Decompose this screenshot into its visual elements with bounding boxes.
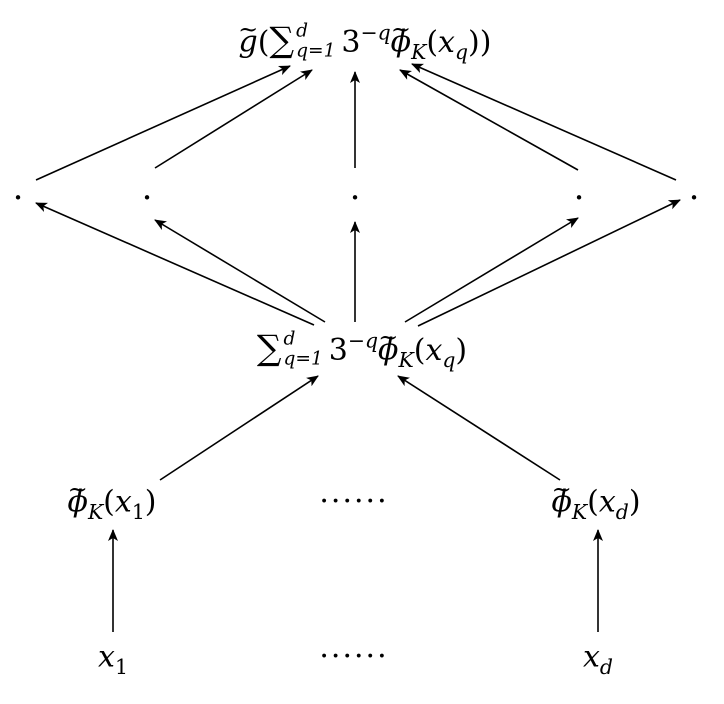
phi-sub: K: [411, 39, 427, 64]
var-sub: d: [599, 654, 613, 679]
arg-var: x: [438, 24, 455, 60]
phi-sub: K: [571, 499, 588, 524]
phi-tilde: ~ϕ: [67, 478, 88, 520]
exponent: −q: [347, 328, 379, 353]
phi-ellipsis: ······: [319, 484, 389, 519]
var-x: x: [598, 484, 616, 520]
hidden-dot-3: .: [349, 168, 361, 208]
tilde-mark: ~: [378, 323, 399, 352]
tilde-mark: ~: [238, 15, 259, 44]
sum-lower: q=1: [283, 348, 323, 370]
arg-sub: q: [454, 39, 469, 64]
phi-sub: K: [87, 499, 104, 524]
arg-sub: q: [442, 347, 456, 372]
sum-symbol: ∑: [256, 328, 282, 369]
base-3: 3: [341, 24, 361, 60]
close-paren: ): [628, 484, 641, 520]
arg-open: (: [413, 332, 426, 368]
open-paren: (: [103, 484, 115, 520]
phi-tilde: ~ϕ: [390, 18, 412, 60]
phi-symbol: ϕ: [551, 484, 572, 520]
arrow-phi-x-1-to-sum-node: [159, 375, 319, 481]
var-sub: d: [615, 499, 629, 524]
arrow-hidden-dot-2-to-output-node: [154, 69, 313, 169]
hidden-dot-4: .: [573, 168, 585, 208]
var-x: x: [98, 639, 115, 675]
input-x-d: xd: [583, 639, 613, 679]
g-tilde: ~g: [238, 18, 258, 60]
phi-symbol: ϕ: [67, 484, 88, 520]
phi-symbol: ϕ: [378, 332, 399, 368]
input-x-1: x1: [98, 639, 128, 679]
sum-upper: d: [283, 328, 296, 350]
var-x: x: [583, 639, 600, 675]
sum-lower: q=1: [296, 40, 336, 62]
open-paren: (: [257, 24, 270, 60]
tilde-mark: ~: [67, 475, 88, 504]
phi-tilde: ~ϕ: [551, 478, 572, 520]
hidden-dot-1: .: [12, 168, 24, 208]
arrow-hidden-dot-4-to-output-node: [399, 69, 579, 171]
var-sub: 1: [131, 499, 145, 524]
arrow-hidden-dot-1-to-output-node: [35, 65, 291, 181]
exponent: −q: [360, 20, 391, 45]
arg-open: (: [426, 24, 439, 60]
input-ellipsis: ······: [319, 639, 389, 674]
tilde-mark: ~: [390, 15, 411, 44]
close-paren: ): [479, 24, 492, 60]
phi-x-d: ~ϕK(xd): [551, 478, 641, 524]
var-sub: 1: [114, 654, 128, 679]
arrow-sum-node-to-hidden-dot-1: [35, 202, 315, 326]
arrow-sum-node-to-hidden-dot-2: [154, 219, 326, 323]
arg-var: x: [425, 332, 443, 368]
phi-symbol: ϕ: [390, 24, 412, 60]
sum-symbol: ∑: [269, 20, 295, 61]
hidden-dot-5: .: [688, 168, 700, 208]
arrow-sum-node-to-hidden-dot-4: [404, 217, 579, 323]
arrow-phi-x-d-to-sum-node: [397, 375, 561, 481]
arrow-hidden-dot-5-to-output-node: [411, 63, 677, 181]
arg-close: ): [455, 332, 468, 368]
arrow-sum-node-to-hidden-dot-5: [417, 199, 681, 327]
base-3: 3: [328, 332, 348, 368]
arg-close: ): [468, 24, 480, 60]
g-symbol: g: [238, 24, 258, 60]
close-paren: ): [144, 484, 157, 520]
hidden-dot-2: .: [141, 168, 153, 208]
var-x: x: [114, 484, 132, 520]
sum-upper: d: [296, 20, 309, 42]
phi-x-1: ~ϕK(x1): [67, 478, 157, 524]
open-paren: (: [587, 484, 599, 520]
phi-tilde: ~ϕ: [378, 326, 399, 368]
phi-sub: K: [398, 347, 414, 372]
tilde-mark: ~: [551, 475, 572, 504]
